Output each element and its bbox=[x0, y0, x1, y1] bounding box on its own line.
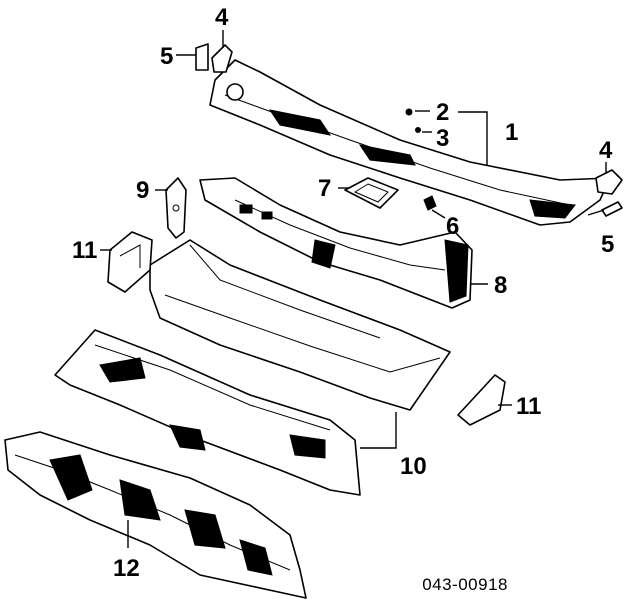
part-12-insulator-panel bbox=[4, 431, 307, 599]
callout-5-left: 5 bbox=[160, 43, 173, 70]
callout-4-left: 4 bbox=[215, 4, 229, 31]
callout-10: 10 bbox=[400, 453, 427, 480]
callout-9: 9 bbox=[136, 177, 149, 204]
callout-1: 1 bbox=[505, 119, 518, 146]
part-5-right-bolt bbox=[601, 201, 623, 217]
leader-lines bbox=[100, 30, 607, 548]
callout-7: 7 bbox=[318, 175, 331, 202]
part-10-cowl-panel bbox=[54, 239, 451, 496]
callout-2: 2 bbox=[436, 99, 449, 126]
part-11-right-bracket bbox=[457, 374, 506, 426]
callout-11-right: 11 bbox=[516, 393, 541, 420]
callout-11-left: 11 bbox=[72, 237, 97, 264]
callout-4-right: 4 bbox=[599, 137, 613, 164]
callout-3: 3 bbox=[436, 125, 449, 152]
part-2-fastener bbox=[405, 108, 413, 116]
callout-5-right: 5 bbox=[601, 231, 614, 258]
callout-8: 8 bbox=[494, 272, 507, 299]
callout-12: 12 bbox=[113, 555, 140, 582]
part-4-right-bracket bbox=[595, 169, 623, 195]
part-7-seal-pad bbox=[344, 177, 399, 209]
part-1-cowl-top-panel bbox=[209, 59, 611, 226]
callout-6: 6 bbox=[446, 213, 459, 240]
part-6-clip bbox=[423, 195, 437, 211]
part-11-left-bracket bbox=[107, 231, 153, 293]
part-9-bracket bbox=[165, 177, 187, 239]
part-8-air-duct bbox=[199, 177, 473, 309]
part-3-fastener bbox=[415, 127, 421, 133]
diagram-code: 043-00918 bbox=[422, 575, 508, 594]
part-5-left-bolt bbox=[195, 43, 209, 71]
